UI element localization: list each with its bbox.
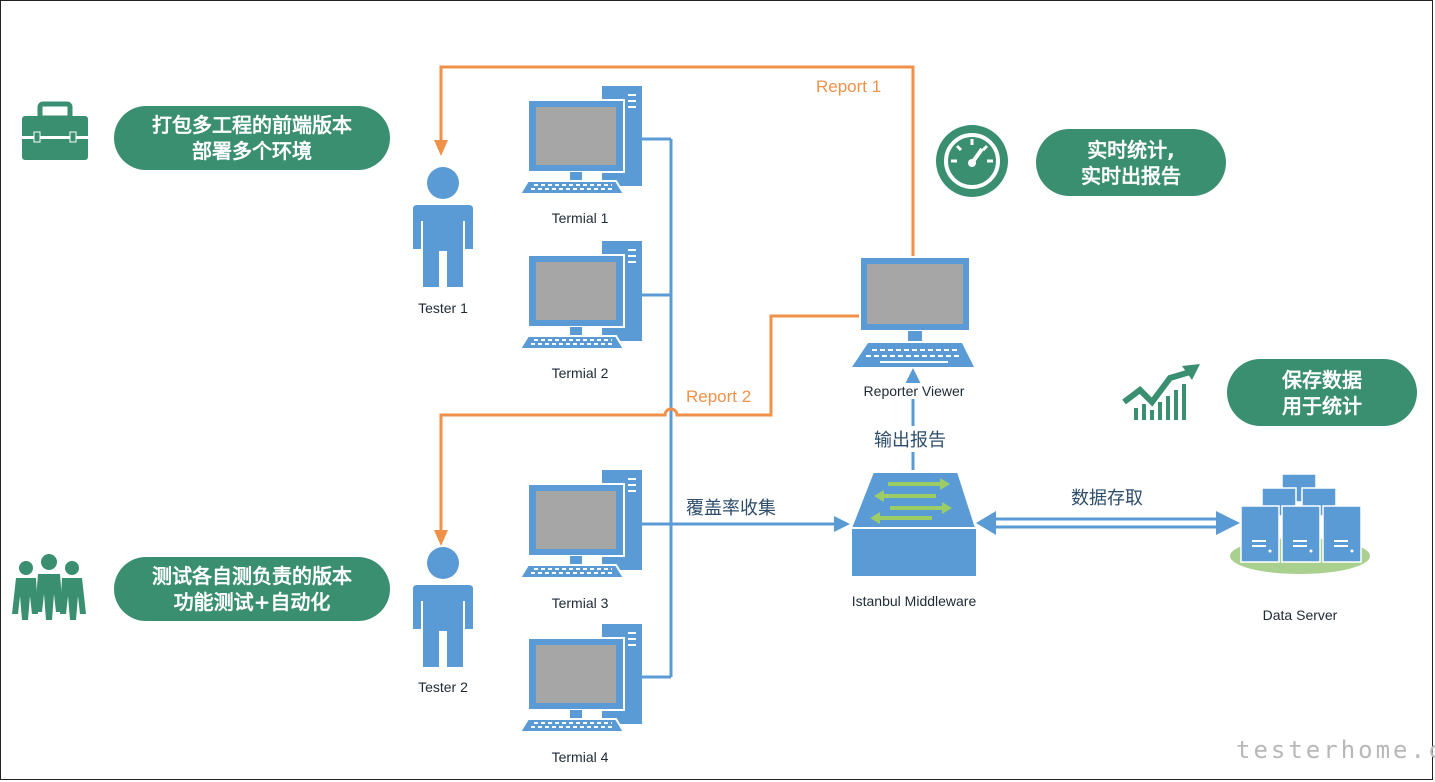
storage-callout-line1: 保存数据 <box>1282 367 1362 392</box>
terminal3-label: Termial 3 <box>551 595 609 611</box>
report1-arrow <box>434 65 915 256</box>
report2-arrow <box>434 314 862 546</box>
reporter-viewer-monitor-icon <box>852 256 974 367</box>
realtime-callout: 实时统计, 实时出报告 <box>1036 129 1226 196</box>
report2-label: Report 2 <box>686 387 752 406</box>
tester2-label: Tester 2 <box>418 679 468 695</box>
coverage-label: 覆盖率收集 <box>686 498 776 519</box>
server-cluster-icon <box>1230 473 1370 574</box>
report1-label: Report 1 <box>816 77 882 96</box>
terminal4-computer-icon <box>519 623 643 733</box>
data-access-label: 数据存取 <box>1071 488 1143 509</box>
coverage-arrow <box>671 516 850 532</box>
tester1-label: Tester 1 <box>418 300 468 316</box>
packaging-callout-line1: 打包多工程的前端版本 <box>152 113 352 137</box>
watermark: testerhome.com <box>1236 736 1435 764</box>
packaging-callout: 打包多工程的前端版本 部署多个环境 <box>114 106 390 170</box>
terminal1-label: Termial 1 <box>551 210 609 226</box>
briefcase-icon <box>22 101 88 160</box>
middleware-label: Istanbul Middleware <box>851 593 977 609</box>
terminal1-computer-icon <box>519 85 643 195</box>
realtime-callout-line2: 实时出报告 <box>1081 163 1181 188</box>
testing-callout: 测试各自测负责的版本 功能测试+自动化 <box>114 557 390 621</box>
packaging-callout-line2: 部署多个环境 <box>192 139 312 163</box>
network-switch-icon <box>849 471 978 576</box>
data-server-label: Data Server <box>1262 607 1338 623</box>
data-access-arrow <box>976 511 1240 535</box>
storage-callout-line2: 用于统计 <box>1282 393 1362 418</box>
team-icon <box>12 554 86 620</box>
testing-callout-line1: 测试各自测负责的版本 <box>152 564 352 588</box>
terminal-bus <box>641 137 673 679</box>
realtime-callout-line1: 实时统计, <box>1087 137 1175 162</box>
terminal2-computer-icon <box>519 240 643 350</box>
testing-callout-line2: 功能测试+自动化 <box>173 590 331 614</box>
growth-chart-icon <box>1122 364 1200 420</box>
reporter-viewer-label: Reporter Viewer <box>861 383 967 399</box>
terminal3-computer-icon <box>519 469 643 579</box>
tester1-icon <box>413 167 473 287</box>
terminal2-label: Termial 2 <box>551 365 609 381</box>
speedometer-icon <box>936 125 1008 197</box>
output-report-label: 输出报告 <box>874 426 946 452</box>
terminal4-label: Termial 4 <box>551 749 609 765</box>
storage-callout: 保存数据 用于统计 <box>1227 359 1417 426</box>
tester2-icon <box>413 547 473 667</box>
